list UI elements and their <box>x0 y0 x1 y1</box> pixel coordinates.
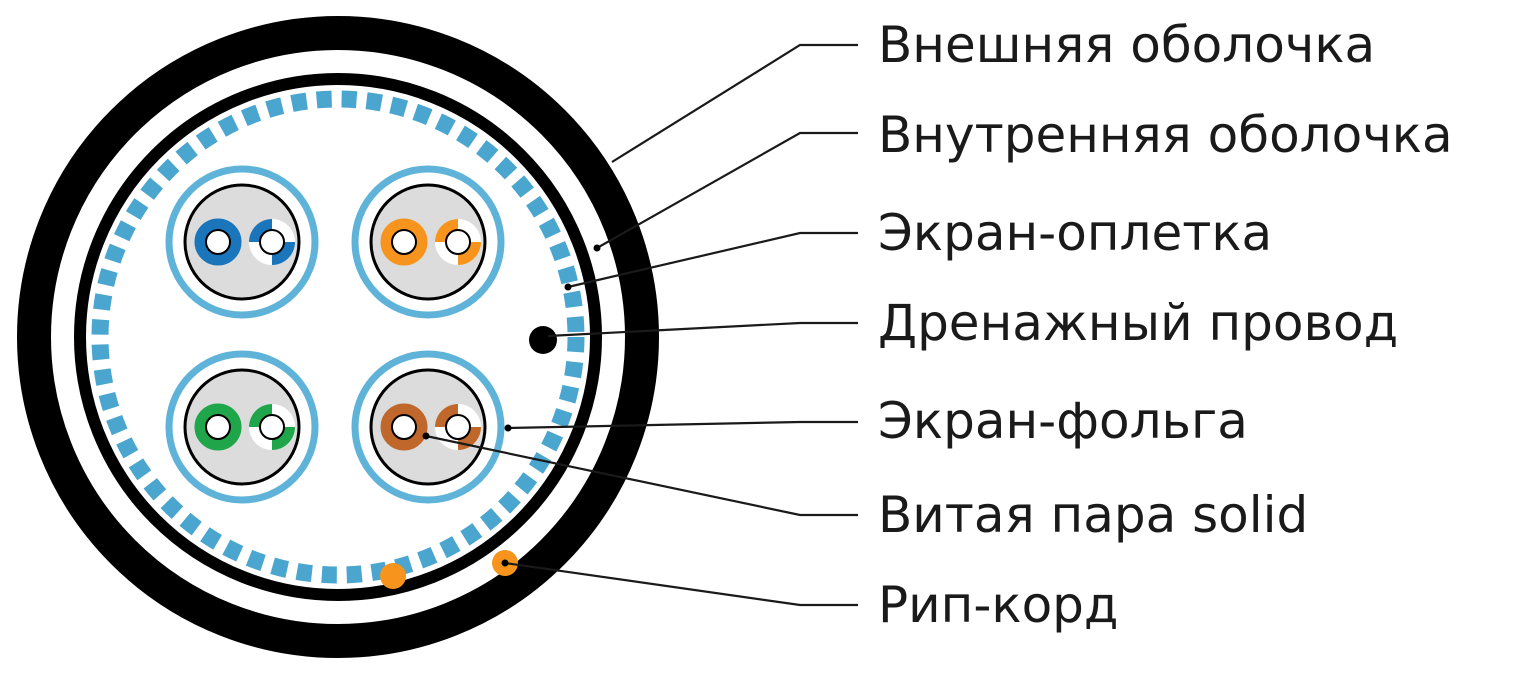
label-inner-sheath: Внутренняя оболочка <box>878 106 1453 164</box>
label-braid-shield: Экран-оплетка <box>878 204 1272 262</box>
conductor-core-striped-blue <box>259 229 285 255</box>
leader-dot-inner-sheath <box>593 244 601 252</box>
label-ripcord: Рип-корд <box>878 576 1118 634</box>
leader-line-outer-jacket <box>611 43 858 163</box>
pair-jacket-green <box>183 368 301 486</box>
twisted-pair-green <box>165 350 319 504</box>
label-twisted-pair: Витая пара solid <box>878 486 1308 544</box>
twisted-pair-blue <box>165 165 319 319</box>
leader-dot-ripcord <box>501 559 509 567</box>
outer-jacket <box>17 16 659 658</box>
braid-shield <box>91 90 585 584</box>
foil-shield-blue <box>165 165 319 319</box>
leader-line-ripcord <box>504 561 858 607</box>
foil-shield-brown <box>351 350 505 504</box>
drain-wire <box>529 326 557 354</box>
conductor-core-striped-brown <box>445 414 471 440</box>
conductor-core-striped-green <box>259 414 285 440</box>
labels: Внешняя оболочка Внутренняя оболочка Экр… <box>878 16 1453 634</box>
conductor-core-blue <box>205 229 231 255</box>
leader-lines <box>425 43 858 607</box>
conductor-core-orange <box>391 229 417 255</box>
pair-jacket-orange <box>369 183 487 301</box>
leader-endpoints <box>422 244 601 567</box>
leader-dot-foil-shield <box>504 424 512 432</box>
leader-dot-braid-shield <box>564 283 572 291</box>
leader-line-braid-shield <box>567 231 858 289</box>
twisted-pair-brown <box>351 350 505 504</box>
cable-cross-section <box>17 16 659 658</box>
leader-line-twisted-pair <box>425 434 858 517</box>
label-foil-shield: Экран-фольга <box>878 392 1248 450</box>
leader-dot-twisted-pair <box>422 432 430 440</box>
twisted-pair-orange <box>351 165 505 319</box>
pair-jacket-brown <box>369 368 487 486</box>
label-drain-wire: Дренажный провод <box>878 294 1398 352</box>
foil-shield-green <box>165 350 319 504</box>
label-outer-jacket: Внешняя оболочка <box>878 16 1375 74</box>
conductor-core-green <box>205 414 231 440</box>
conductor-core-striped-orange <box>445 229 471 255</box>
inner-sheath <box>74 73 602 601</box>
conductor-core-brown <box>391 414 417 440</box>
leader-line-foil-shield <box>507 420 858 430</box>
ripcord-1 <box>380 563 406 589</box>
leader-line-inner-sheath <box>596 131 858 249</box>
foil-shield-orange <box>351 165 505 319</box>
twisted-pairs-group <box>165 165 505 504</box>
pair-jacket-blue <box>183 183 301 301</box>
leader-line-drain-wire <box>547 321 858 338</box>
